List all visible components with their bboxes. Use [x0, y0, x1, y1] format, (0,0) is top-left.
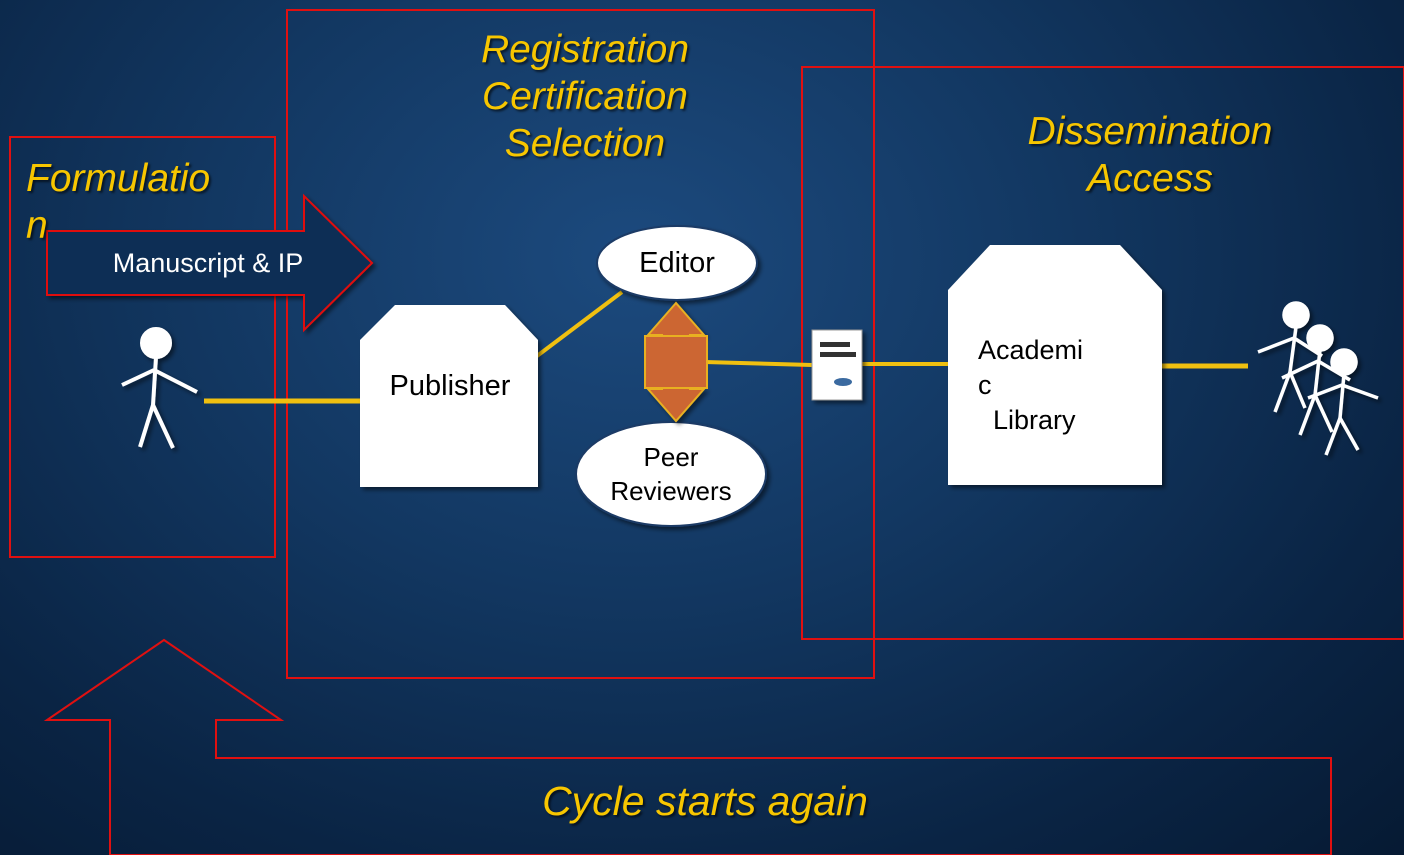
- exchange-body: [644, 335, 708, 389]
- editor-label: Editor: [639, 247, 715, 279]
- publisher-label: Publisher: [389, 370, 511, 402]
- manuscript-arrow-label: Manuscript & IP: [112, 248, 304, 278]
- publisher-box: [360, 305, 538, 487]
- dissemination-stage-title: Dissemination Access: [1027, 110, 1273, 200]
- article-document-icon: [811, 329, 863, 401]
- peer-reviewers-ellipse: [575, 421, 767, 527]
- formulation-stage-title: Formulatio n: [26, 157, 211, 247]
- dissemination-frame: [801, 66, 1404, 640]
- formulation-frame: [9, 136, 276, 558]
- registration-stage-title: Registration Certification Selection: [480, 28, 690, 165]
- author-stick-figure: [121, 327, 198, 449]
- manuscript-arrow: [46, 193, 374, 333]
- cycle-footer-text: Cycle starts again: [542, 778, 868, 824]
- library-box: [948, 245, 1162, 485]
- readers-group-figures: [1257, 301, 1379, 456]
- peer-reviewers-label: Peer Reviewers: [610, 442, 732, 506]
- library-label: Academi c Library: [978, 335, 1084, 435]
- review-article-connector: [704, 360, 813, 367]
- cycle-return-arrow: [43, 638, 1332, 855]
- editor-ellipse: [596, 225, 758, 301]
- registration-frame: [286, 9, 875, 679]
- publisher-editor-connector: [535, 290, 624, 358]
